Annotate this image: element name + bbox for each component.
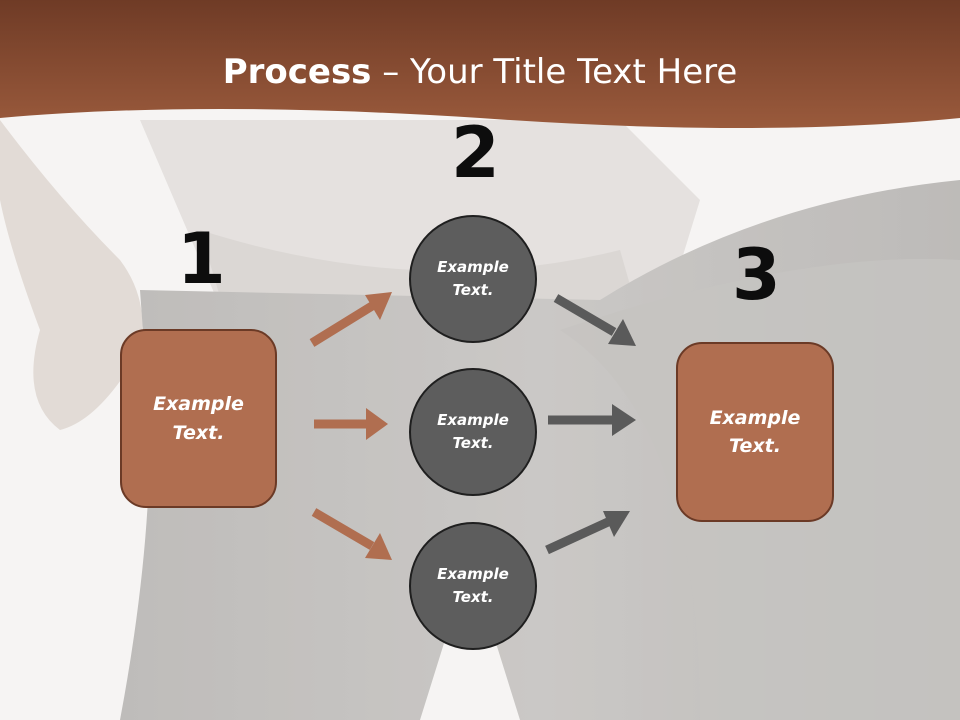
slide-title: Process – Your Title Text Here [0, 52, 960, 92]
title-rest: – Your Title Text Here [371, 52, 738, 92]
step-number-3: 3 [732, 234, 781, 316]
circle-bottom: Example Text. [409, 522, 537, 650]
circle-middle-label: Example Text. [437, 410, 509, 452]
arrow-right-middle [548, 404, 636, 436]
circle-top-label: Example Text. [437, 257, 509, 299]
box-step-1: Example Text. [120, 329, 277, 508]
box-step-3: Example Text. [676, 342, 834, 522]
arrow-left-top [309, 292, 392, 347]
circle-top: Example Text. [409, 215, 537, 343]
step-number-1: 1 [177, 218, 226, 300]
box-step-1-label: Example Text. [153, 393, 244, 444]
arrow-left-bottom [311, 508, 392, 560]
arrow-right-bottom [545, 511, 630, 555]
arrow-right-top [553, 294, 636, 346]
step-number-2: 2 [451, 112, 500, 194]
arrow-left-middle [314, 408, 388, 440]
circle-bottom-label: Example Text. [437, 564, 509, 606]
title-bold: Process [222, 52, 372, 92]
circle-middle: Example Text. [409, 368, 537, 496]
box-step-3-label: Example Text. [709, 406, 801, 458]
